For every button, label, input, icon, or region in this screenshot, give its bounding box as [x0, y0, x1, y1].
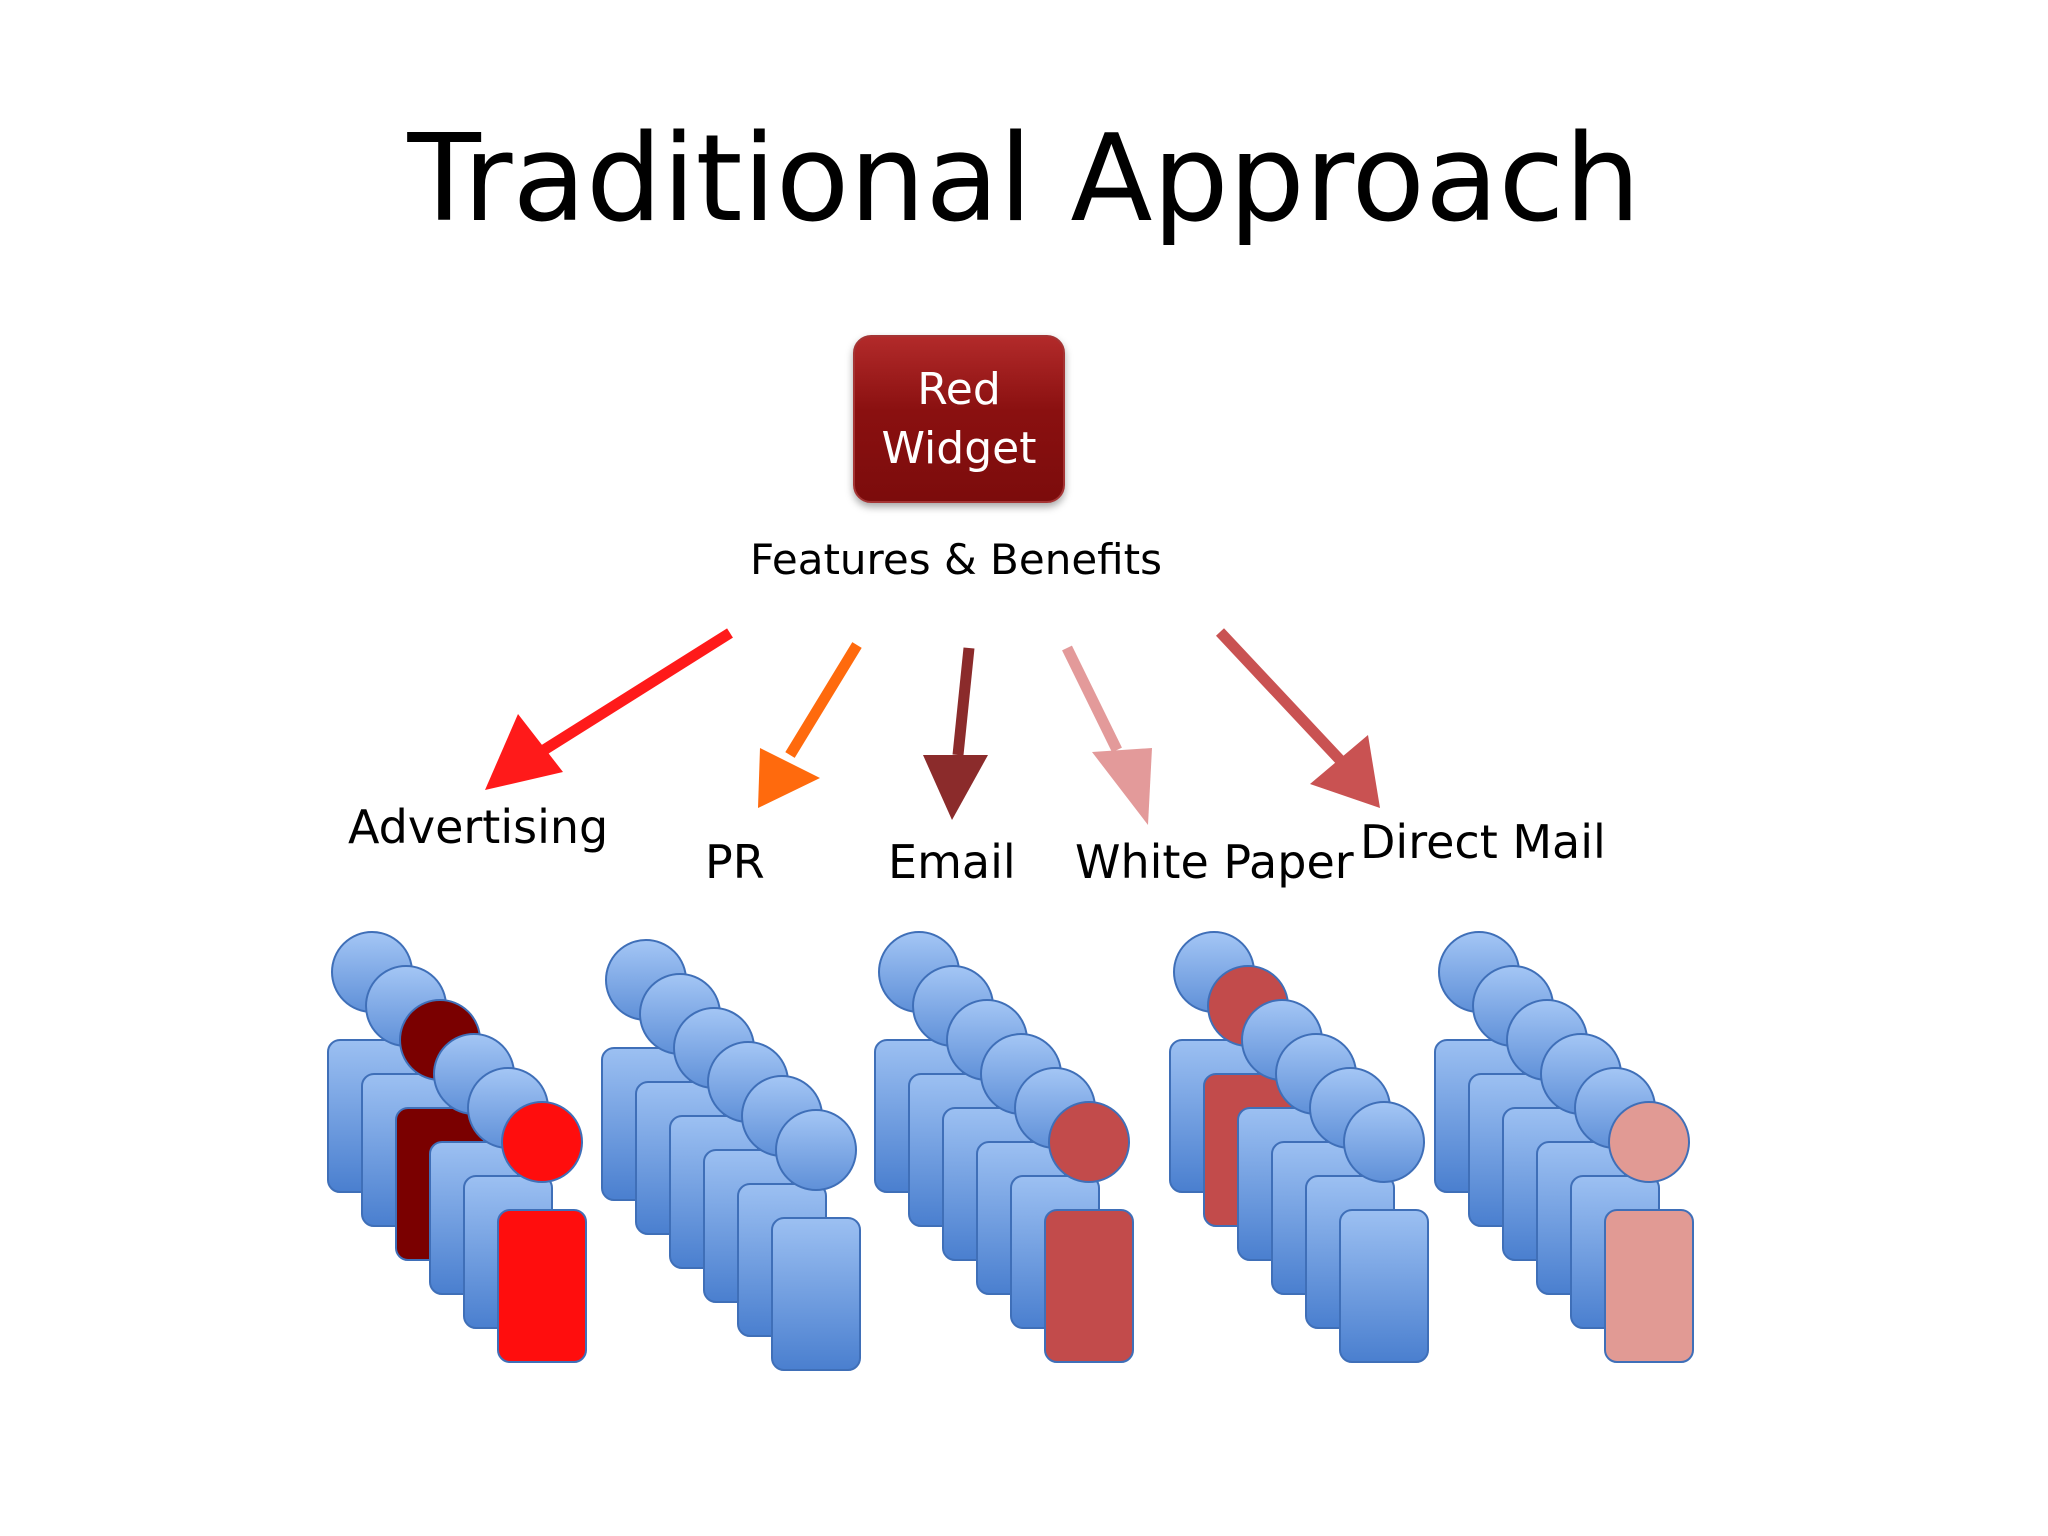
arrow-white-paper	[1062, 645, 1152, 825]
audience-group	[601, 939, 861, 1371]
audience-group	[1169, 931, 1429, 1363]
widget-label-line1: Red	[917, 363, 1001, 415]
audience-groups	[327, 931, 1694, 1371]
arrow-direct-mail	[1215, 628, 1380, 808]
audience-group	[874, 931, 1134, 1363]
channel-label-white-paper: White Paper	[1075, 835, 1354, 889]
audience-group	[327, 931, 587, 1363]
arrows-group	[485, 628, 1380, 825]
person-head	[1048, 1101, 1130, 1183]
person-body	[1604, 1209, 1694, 1363]
person-figure	[1604, 1101, 1694, 1363]
person-figure	[1339, 1101, 1429, 1363]
person-body	[1044, 1209, 1134, 1363]
arrow-email	[923, 647, 988, 820]
person-figure	[771, 1109, 861, 1371]
person-body	[497, 1209, 587, 1363]
channel-label-direct-mail: Direct Mail	[1360, 815, 1606, 869]
channel-label-advertising: Advertising	[348, 800, 609, 854]
slide-title: Traditional Approach	[407, 110, 1641, 249]
person-head	[501, 1101, 583, 1183]
features-benefits-label: Features & Benefits	[750, 535, 1162, 584]
audience-group	[1434, 931, 1694, 1363]
widget-label-line2: Widget	[881, 423, 1037, 474]
person-body	[1339, 1209, 1429, 1363]
red-widget-box: Red Widget	[853, 335, 1065, 503]
arrow-pr	[758, 642, 862, 808]
person-head	[775, 1109, 857, 1191]
arrow-advertising	[485, 628, 733, 790]
person-figure	[497, 1101, 587, 1363]
person-head	[1608, 1101, 1690, 1183]
channel-label-email: Email	[888, 835, 1016, 889]
channel-label-pr: PR	[705, 835, 765, 889]
person-body	[771, 1217, 861, 1371]
person-figure	[1044, 1101, 1134, 1363]
person-head	[1343, 1101, 1425, 1183]
